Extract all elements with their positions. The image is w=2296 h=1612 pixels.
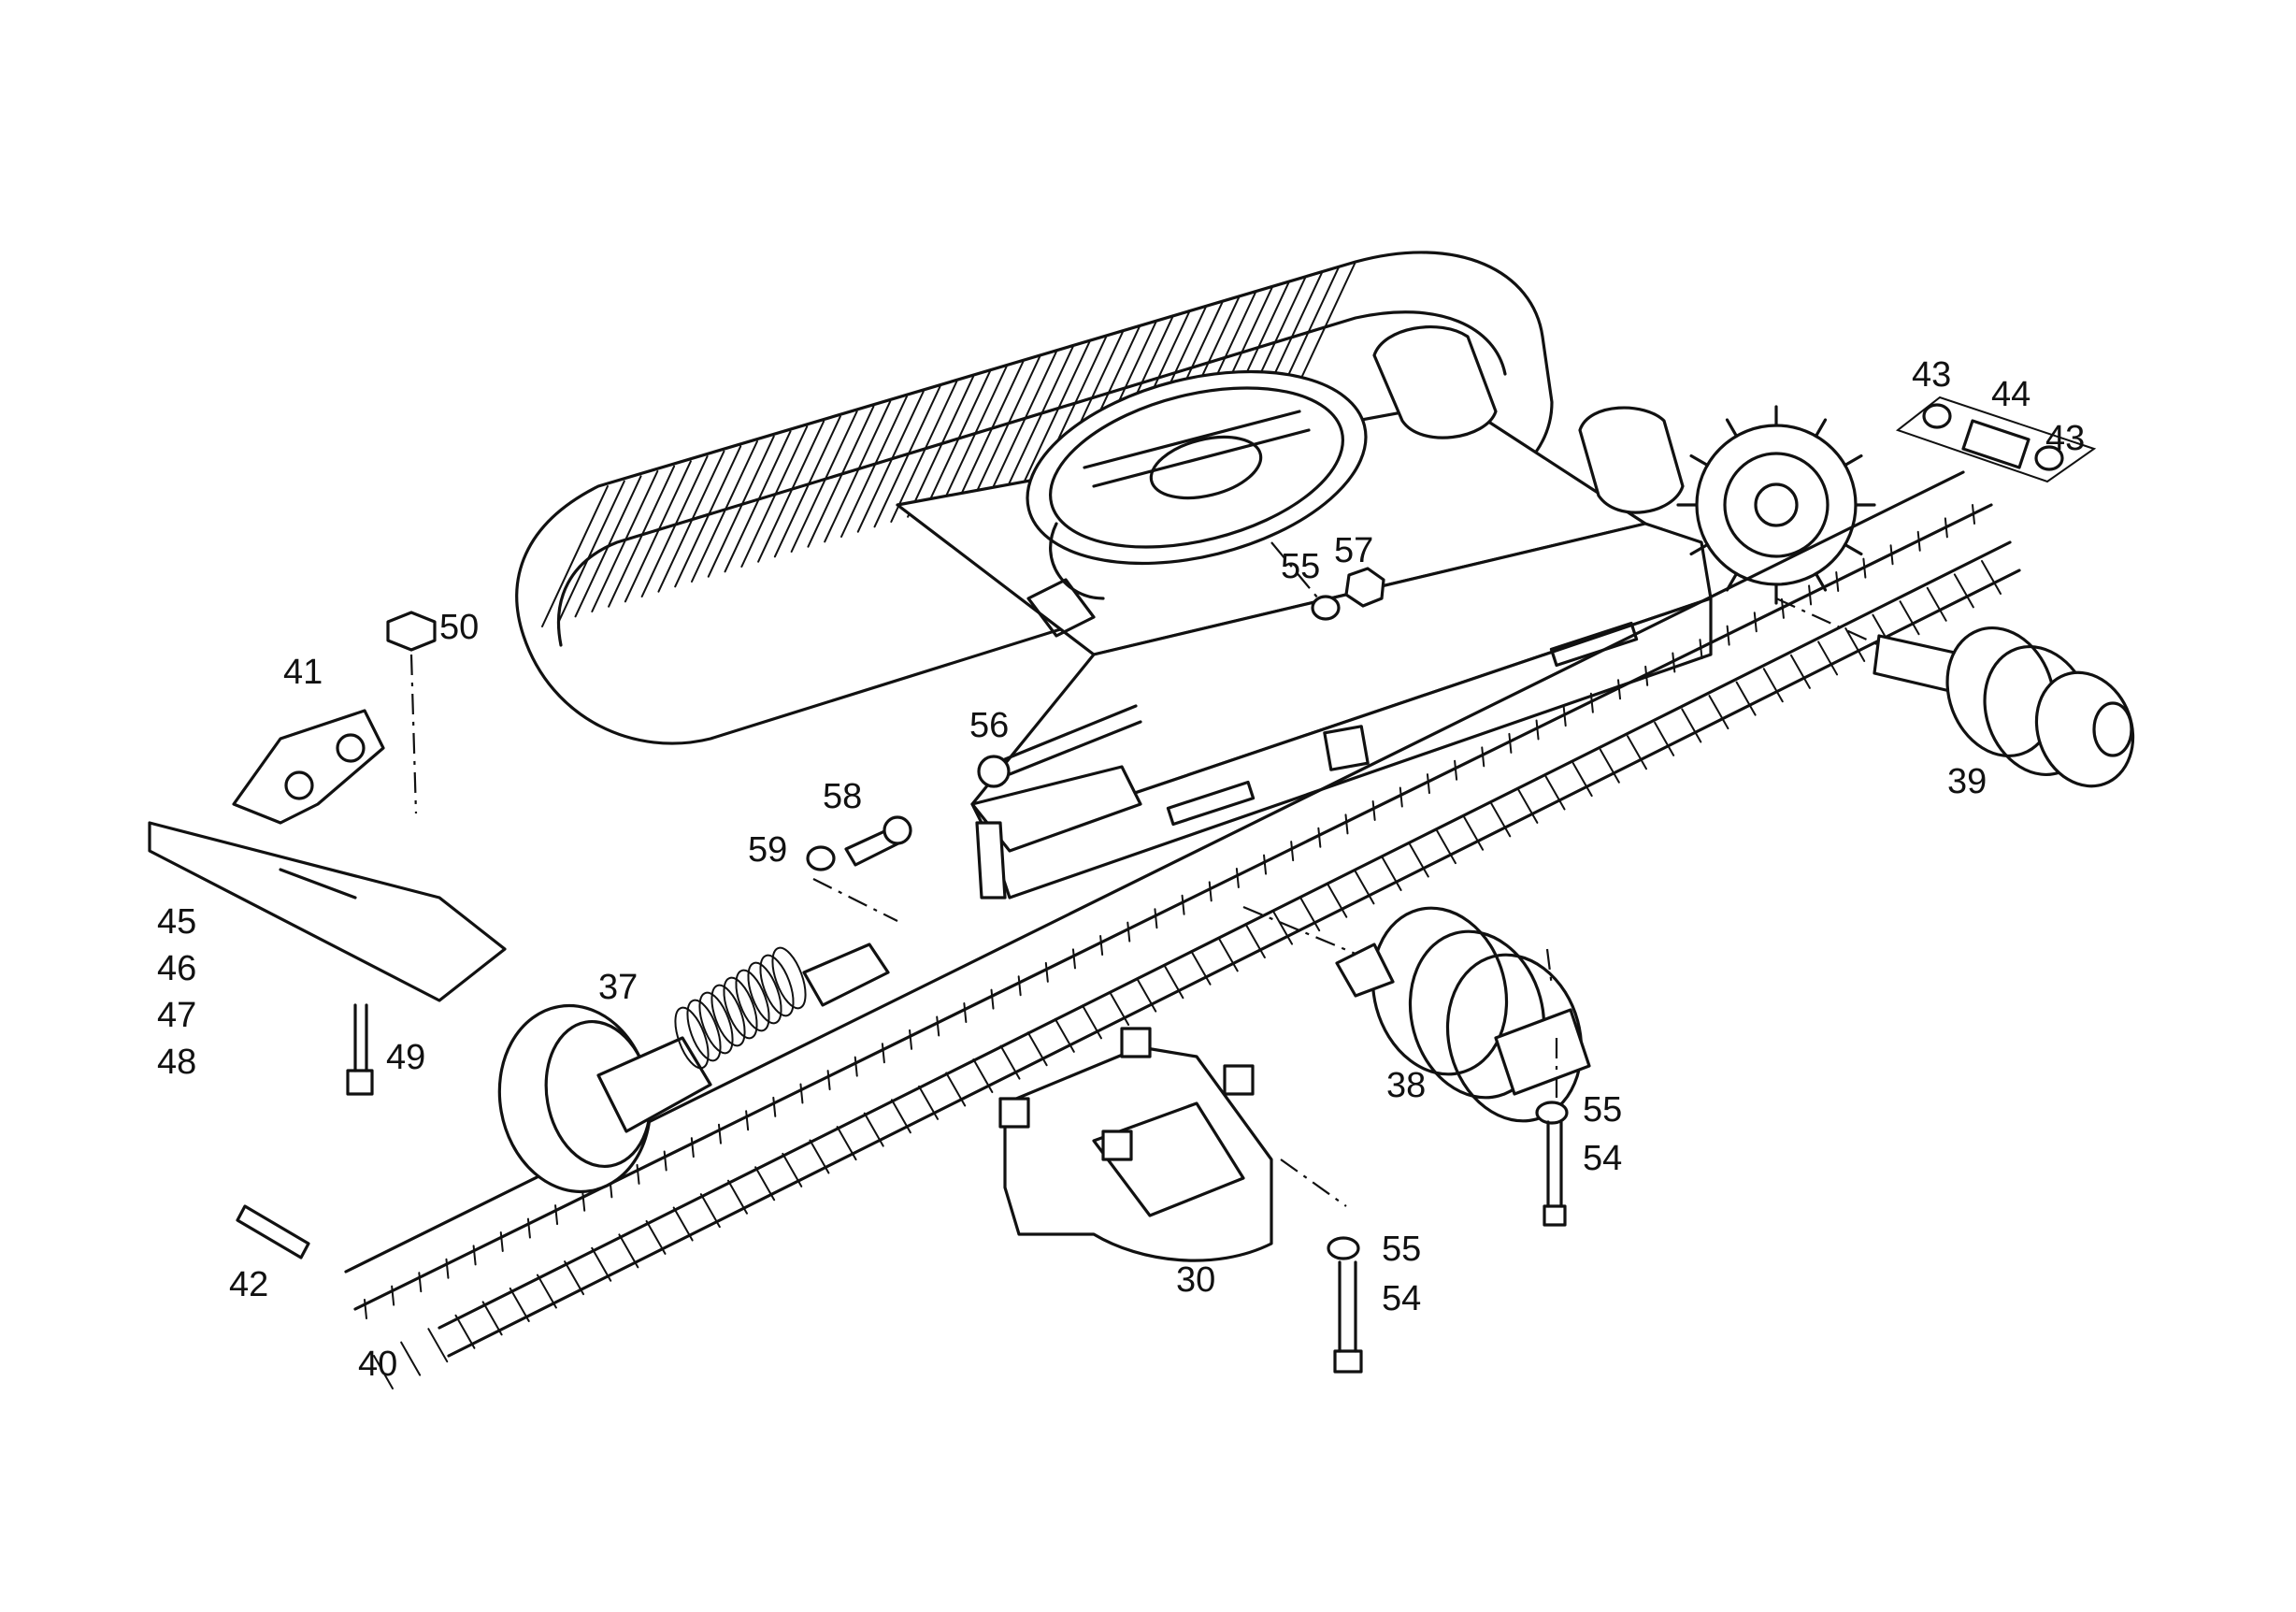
callout-56: 56 [969, 706, 1010, 745]
assembly-lines [409, 541, 1880, 1207]
track-roller [1335, 906, 1591, 1123]
idler-assembly [497, 943, 890, 1194]
callout-30: 30 [1176, 1260, 1216, 1300]
small-parts [236, 396, 2097, 1374]
callout-55-right: 55 [1583, 1090, 1623, 1130]
callout-50: 50 [439, 608, 480, 647]
callout-43-left: 43 [1912, 355, 1952, 395]
callout-54-right: 54 [1583, 1139, 1623, 1178]
near-track [344, 470, 2021, 1389]
track-guard [998, 1027, 1273, 1262]
track-link-shoe [148, 709, 507, 1002]
callout-39: 39 [1947, 762, 1987, 801]
callout-55-center: 55 [1382, 1230, 1422, 1269]
callout-41: 41 [283, 653, 323, 692]
callout-54-center: 54 [1382, 1279, 1422, 1318]
callout-44: 44 [1991, 375, 2031, 414]
callout-46: 46 [157, 949, 197, 988]
callout-47: 47 [157, 996, 197, 1035]
callout-58: 58 [823, 777, 863, 816]
callout-45: 45 [157, 902, 197, 942]
carrier-roller [1873, 626, 2135, 788]
callout-59: 59 [748, 830, 788, 870]
callout-37: 37 [598, 968, 639, 1007]
callout-55-top: 55 [1281, 547, 1321, 586]
callout-38: 38 [1386, 1066, 1427, 1105]
callout-40: 40 [358, 1345, 398, 1384]
callout-49: 49 [386, 1038, 426, 1077]
callout-42: 42 [229, 1265, 269, 1304]
swing-bearing [1026, 369, 1368, 600]
callout-48: 48 [157, 1043, 197, 1082]
callout-57: 57 [1334, 531, 1374, 570]
callout-43-right: 43 [2045, 419, 2086, 458]
